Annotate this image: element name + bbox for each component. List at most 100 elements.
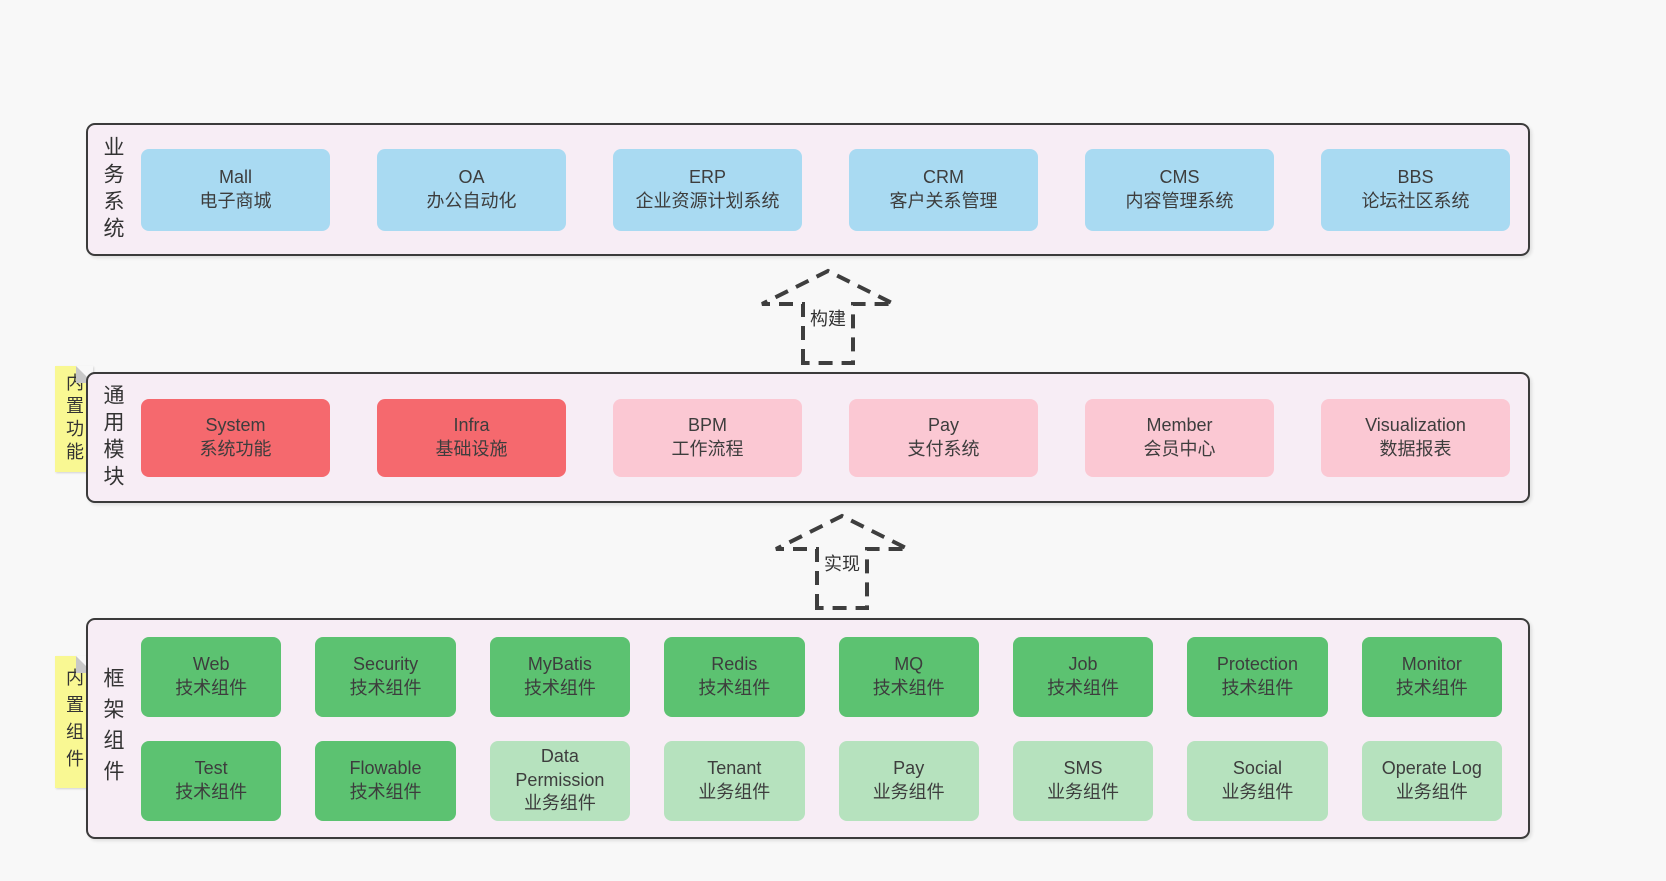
box-system-desc: 系统功能 bbox=[199, 438, 272, 459]
box-pay: Pay 支付系统 bbox=[849, 398, 1038, 477]
box-sms: SMS 业务组件 bbox=[1012, 740, 1154, 821]
box-erp: ERP 企业资源计划系统 bbox=[613, 148, 802, 231]
box-mybatis: MyBatis 技术组件 bbox=[489, 636, 631, 717]
business-systems-row: Mall 电子商城 OA 办公自动化 ERP 企业资源计划系统 CRM 客户关系… bbox=[141, 148, 1510, 231]
box-operate-log-desc: 业务组件 bbox=[1395, 781, 1468, 802]
layer-common-modules: 通用模块 System 系统功能 Infra 基础设施 BPM 工作流程 Pay… bbox=[86, 372, 1530, 503]
box-monitor-name: Monitor bbox=[1401, 653, 1462, 674]
box-infra-desc: 基础设施 bbox=[435, 438, 508, 459]
box-tenant-name: Tenant bbox=[707, 757, 762, 778]
box-tenant-desc: 业务组件 bbox=[698, 781, 771, 802]
box-bbs: BBS 论坛社区系统 bbox=[1321, 148, 1510, 231]
up-arrow-icon bbox=[775, 513, 909, 610]
layer-business-systems: 业务系统 Mall 电子商城 OA 办公自动化 ERP 企业资源计划系统 CRM… bbox=[86, 123, 1530, 256]
box-job-desc: 技术组件 bbox=[1047, 677, 1120, 698]
implement-arrow-label: 实现 bbox=[820, 549, 864, 577]
box-bpm: BPM 工作流程 bbox=[613, 398, 802, 477]
box-web-desc: 技术组件 bbox=[175, 677, 248, 698]
box-pay-biz-desc: 业务组件 bbox=[872, 781, 945, 802]
box-data-permission: Data Permission 业务组件 bbox=[489, 740, 631, 821]
box-data-permission-desc: 业务组件 bbox=[523, 793, 596, 814]
box-mq-desc: 技术组件 bbox=[872, 677, 945, 698]
box-erp-name: ERP bbox=[688, 166, 726, 187]
box-sms-name: SMS bbox=[1063, 757, 1103, 778]
box-flowable-desc: 技术组件 bbox=[349, 781, 422, 802]
box-social: Social 业务组件 bbox=[1187, 740, 1328, 821]
box-oa: OA 办公自动化 bbox=[377, 148, 566, 231]
box-monitor-desc: 技术组件 bbox=[1395, 677, 1468, 698]
box-pay-biz: Pay 业务组件 bbox=[838, 740, 979, 821]
box-bbs-desc: 论坛社区系统 bbox=[1361, 190, 1470, 211]
tech-components-row: Web 技术组件 Security 技术组件 MyBatis 技术组件 Redi… bbox=[141, 636, 1502, 717]
layer-common-modules-label: 通用模块 bbox=[101, 383, 124, 492]
box-test: Test 技术组件 bbox=[141, 740, 282, 821]
box-operate-log: Operate Log 业务组件 bbox=[1361, 740, 1502, 821]
box-test-desc: 技术组件 bbox=[175, 781, 248, 802]
box-member-desc: 会员中心 bbox=[1143, 438, 1216, 459]
box-pay-name: Pay bbox=[927, 414, 960, 435]
box-web-name: Web bbox=[192, 653, 230, 674]
box-flowable: Flowable 技术组件 bbox=[315, 740, 456, 821]
biz-components-row: Test 技术组件 Flowable 技术组件 Data Permission … bbox=[141, 740, 1502, 821]
box-redis-desc: 技术组件 bbox=[698, 677, 771, 698]
box-bbs-name: BBS bbox=[1397, 166, 1434, 187]
box-mybatis-desc: 技术组件 bbox=[523, 677, 596, 698]
box-flowable-name: Flowable bbox=[349, 757, 422, 778]
layer-framework-components-label: 框架组件 bbox=[101, 666, 124, 791]
box-operate-log-name: Operate Log bbox=[1381, 757, 1482, 778]
box-sms-desc: 业务组件 bbox=[1047, 781, 1120, 802]
box-security-name: Security bbox=[353, 653, 419, 674]
box-tenant: Tenant 业务组件 bbox=[664, 740, 805, 821]
box-protection-name: Protection bbox=[1216, 653, 1298, 674]
box-visualization-desc: 数据报表 bbox=[1379, 438, 1452, 459]
build-arrow-label: 构建 bbox=[806, 304, 850, 332]
box-pay-biz-name: Pay bbox=[893, 757, 925, 778]
box-social-name: Social bbox=[1232, 757, 1282, 778]
box-visualization-name: Visualization bbox=[1365, 414, 1466, 435]
box-cms-desc: 内容管理系统 bbox=[1125, 190, 1234, 211]
box-protection-desc: 技术组件 bbox=[1221, 677, 1294, 698]
box-cms-name: CMS bbox=[1159, 166, 1200, 187]
box-social-desc: 业务组件 bbox=[1221, 781, 1294, 802]
box-job: Job 技术组件 bbox=[1012, 636, 1154, 717]
implement-arrow: 实现 bbox=[772, 513, 912, 611]
box-cms: CMS 内容管理系统 bbox=[1085, 148, 1274, 231]
box-protection: Protection 技术组件 bbox=[1187, 636, 1328, 717]
box-redis: Redis 技术组件 bbox=[664, 636, 805, 717]
box-crm: CRM 客户关系管理 bbox=[849, 148, 1038, 231]
box-data-permission-name: Data Permission bbox=[515, 745, 605, 790]
box-system-name: System bbox=[205, 414, 266, 435]
box-visualization: Visualization 数据报表 bbox=[1321, 398, 1510, 477]
box-infra: Infra 基础设施 bbox=[377, 398, 566, 477]
box-test-name: Test bbox=[194, 757, 228, 778]
layer-framework-components: 框架组件 Web 技术组件 Security 技术组件 MyBatis 技术组件… bbox=[86, 618, 1530, 839]
box-mall-desc: 电子商城 bbox=[199, 190, 272, 211]
build-arrow: 构建 bbox=[758, 268, 898, 366]
box-bpm-name: BPM bbox=[687, 414, 727, 435]
box-crm-desc: 客户关系管理 bbox=[889, 190, 998, 211]
box-redis-name: Redis bbox=[711, 653, 758, 674]
box-pay-desc: 支付系统 bbox=[907, 438, 980, 459]
sticky-builtin-functions-label: 内置功能 bbox=[64, 373, 84, 465]
box-oa-name: OA bbox=[458, 166, 485, 187]
box-infra-name: Infra bbox=[453, 414, 490, 435]
sticky-builtin-components-label: 内置组件 bbox=[64, 668, 84, 776]
box-mq-name: MQ bbox=[894, 653, 924, 674]
layer-business-systems-label: 业务系统 bbox=[101, 135, 124, 244]
box-web: Web 技术组件 bbox=[141, 636, 282, 717]
box-security: Security 技术组件 bbox=[315, 636, 456, 717]
box-system: System 系统功能 bbox=[141, 398, 330, 477]
box-oa-desc: 办公自动化 bbox=[426, 190, 517, 211]
box-member-name: Member bbox=[1146, 414, 1213, 435]
box-bpm-desc: 工作流程 bbox=[671, 438, 744, 459]
framework-components-rows: Web 技术组件 Security 技术组件 MyBatis 技术组件 Redi… bbox=[141, 636, 1502, 821]
box-mall-name: Mall bbox=[218, 166, 252, 187]
box-monitor: Monitor 技术组件 bbox=[1361, 636, 1502, 717]
box-mq: MQ 技术组件 bbox=[838, 636, 979, 717]
box-security-desc: 技术组件 bbox=[349, 677, 422, 698]
box-member: Member 会员中心 bbox=[1085, 398, 1274, 477]
box-mybatis-name: MyBatis bbox=[527, 653, 592, 674]
box-crm-name: CRM bbox=[923, 166, 964, 187]
box-job-name: Job bbox=[1068, 653, 1098, 674]
